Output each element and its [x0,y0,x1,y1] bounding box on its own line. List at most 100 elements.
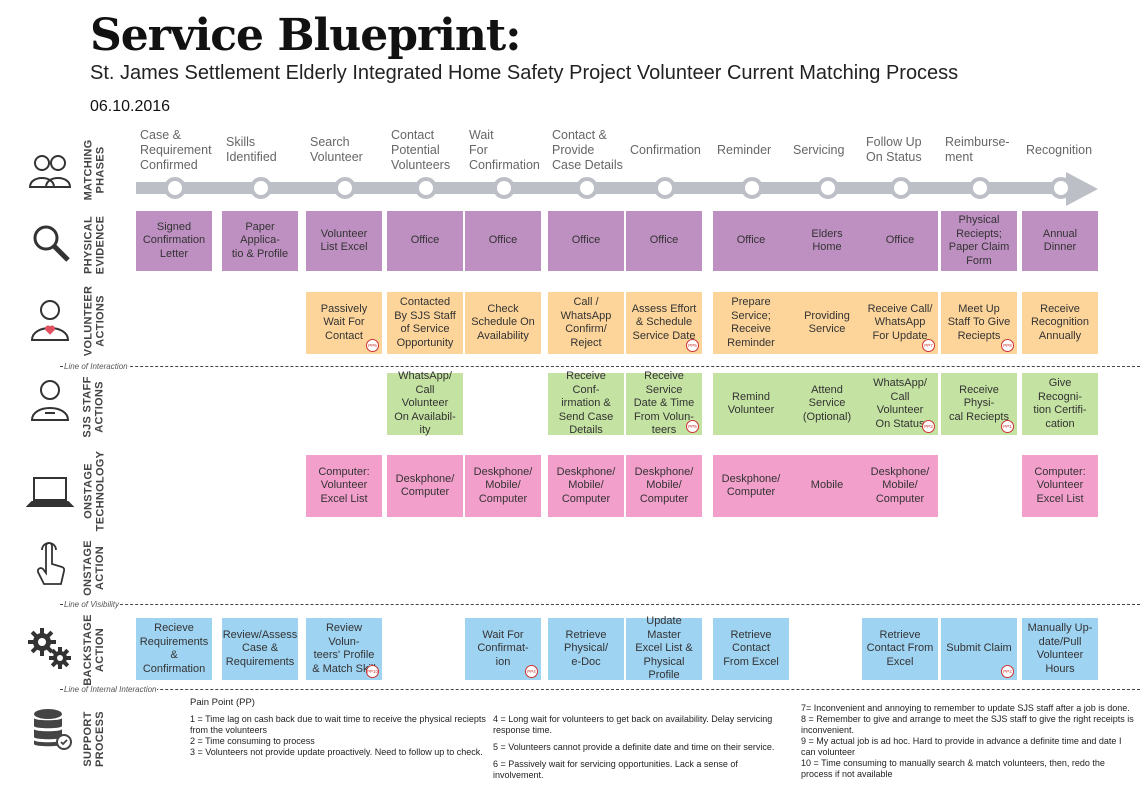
physical-evidence-box: Paper Applica- tio & Profile [222,211,298,271]
physical-evidence-box-text: Office [885,234,915,247]
row-label-technology: ONSTAGE TECHNOLOGY [82,450,106,532]
pain-point-item: 5 = Volunteers cannot provide a definite… [493,742,775,752]
volunteer-person-icon [26,296,74,344]
timeline-node [1050,177,1072,199]
physical-evidence-box-text: Office [649,234,679,247]
volunteer-action-box: Providing Service [789,292,865,354]
pain-point-badge: PP8 [1001,339,1014,352]
timeline-node [890,177,912,199]
pain-point-column-2: 4 = Long wait for volunteers to get back… [493,714,788,781]
staff-action-box-text: Receive Conf- irmation & Send Case Detai… [558,370,614,437]
physical-evidence-box-text: Elders Home [811,227,843,254]
laptop-icon [26,468,74,516]
backstage-action-box: Review Volun- teers' Profile & Match Ski… [306,618,382,680]
volunteer-action-box: Receive Recognition Annually [1022,292,1098,354]
backstage-action-box-text: Recieve Requirements & Confirmation [139,622,209,675]
row-label-physical: PHYSICAL EVIDENCE [82,215,107,275]
technology-box-text: Deskphone/ Mobile/ Computer [473,465,533,505]
pain-point-column-1: 1 = Time lag on cash back due to wait ti… [190,714,490,758]
pain-point-badge: PP2 [1001,665,1014,678]
page-title: Service Blueprint: [90,10,521,61]
physical-evidence-box: Office [713,211,789,271]
physical-evidence-box: Physical Reciepts; Paper Claim Form [941,211,1017,271]
pain-point-item: 10 = Time consuming to manually search &… [801,758,1105,779]
row-label-volunteer: VOLUNTEER ACTIONS [82,285,107,357]
technology-box-text: Deskphone/ Mobile/ Computer [556,465,616,505]
row-label-support: SUPPORT PROCESS [82,711,106,767]
staff-action-box-text: Attend Service (Optional) [802,383,852,423]
technology-box-text: Computer: Volunteer Excel List [318,465,370,505]
physical-evidence-box: Office [387,211,463,271]
staff-action-box-text: Receive Physi- cal Reciepts [949,383,1009,423]
backstage-action-box: Manually Up- date/Pull Volunteer Hours [1022,618,1098,680]
timeline-node [741,177,763,199]
volunteer-action-box-text: Contacted By SJS Staff of Service Opport… [394,296,456,349]
volunteer-action-box: Check Schedule On Availability [465,292,541,354]
backstage-action-box: Update Master Excel List & Physical Prof… [626,615,702,682]
technology-box: Deskphone/ Mobile/ Computer [548,455,624,517]
staff-action-box-text: Give Recogni- tion Certifi- cation [1033,377,1087,430]
staff-action-box: WhatsApp/ Call Volunteer On Availabil- i… [387,370,463,436]
staff-action-box: Remind Volunteer [713,373,789,435]
line-of-interaction-label: Line of Interaction [64,362,128,371]
database-icon [26,704,74,752]
line-of-internal-interaction-label: Line of Internal Interaction [64,685,157,694]
pain-point-item: 1 = Time lag on cash back due to wait ti… [190,714,486,735]
staff-action-box: Receive Conf- irmation & Send Case Detai… [548,370,624,437]
line-of-internal-interaction [60,689,1140,690]
pain-point-badge: PP1 [1001,420,1014,433]
phase-label: Recognition [1026,142,1093,157]
volunteer-action-box-text: Receive Recognition Annually [1030,302,1090,342]
phase-label: Wait For Confirmation [469,127,540,172]
physical-evidence-box-text: Volunteer List Excel [320,227,368,254]
timeline-node [334,177,356,199]
row-label-backstage: BACKSTAGE ACTION [82,614,106,686]
timeline-node [969,177,991,199]
physical-evidence-box: Signed Confirmation Letter [136,211,212,271]
pain-point-item: 4 = Long wait for volunteers to get back… [493,714,773,735]
technology-box-text: Computer: Volunteer Excel List [1034,465,1086,505]
physical-evidence-box-text: Office [488,234,518,247]
pain-point-item: 3 = Volunteers not provide update proact… [190,747,483,757]
staff-action-box: Receive Service Date & Time From Volun- … [626,370,702,436]
physical-evidence-box-text: Physical Reciepts; Paper Claim Form [948,214,1010,267]
backstage-action-box: Retrieve Contact From Excel [862,618,938,680]
technology-box-text: Deskphone/ Mobile/ Computer [870,465,930,505]
phase-label: Confirmation [630,142,701,157]
physical-evidence-box: Office [626,211,702,271]
staff-action-box-text: Remind Volunteer [727,390,775,417]
volunteer-action-box: Prepare Service; Receive Reminder [713,292,789,354]
phase-label: Reminder [717,142,772,157]
pain-point-badge: PP6 [366,339,379,352]
backstage-action-box: Retrieve Physical/ e-Doc [548,618,624,680]
physical-evidence-box: Office [548,211,624,271]
technology-box: Computer: Volunteer Excel List [306,455,382,517]
backstage-action-box-text: Submit Claim [946,642,1012,655]
technology-box: Deskphone/ Computer [387,455,463,517]
pain-point-item: 6 = Passively wait for servicing opportu… [493,759,738,780]
line-of-interaction [60,366,1140,367]
timeline-node [817,177,839,199]
technology-box-text: Deskphone/ Computer [395,472,455,499]
pain-point-heading: Pain Point (PP) [190,697,255,708]
technology-box: Deskphone/ Mobile/ Computer [465,455,541,517]
backstage-action-box-text: Retrieve Contact From Excel [866,628,934,668]
pain-point-badge: PP5 [686,420,699,433]
backstage-action-box-text: Retrieve Contact From Excel [723,628,779,668]
physical-evidence-box-text: Signed Confirmation Letter [142,220,206,260]
physical-evidence-box-text: Annual Dinner [1042,227,1078,254]
timeline-node [415,177,437,199]
technology-box-text: Deskphone/ Computer [721,472,781,499]
pain-point-badge: PP5 [686,339,699,352]
phase-label: Contact & Provide Case Details [552,127,623,172]
volunteer-action-box-text: Call / WhatsApp Confirm/ Reject [560,296,612,349]
backstage-action-box-text: Review/Assess Case & Requirements [222,628,298,668]
backstage-action-box-text: Update Master Excel List & Physical Prof… [635,615,693,682]
timeline-bar [136,182,1068,194]
physical-evidence-box: Annual Dinner [1022,211,1098,271]
technology-box: Deskphone/ Mobile/ Computer [626,455,702,517]
page-subtitle: St. James Settlement Elderly Integrated … [90,62,959,84]
